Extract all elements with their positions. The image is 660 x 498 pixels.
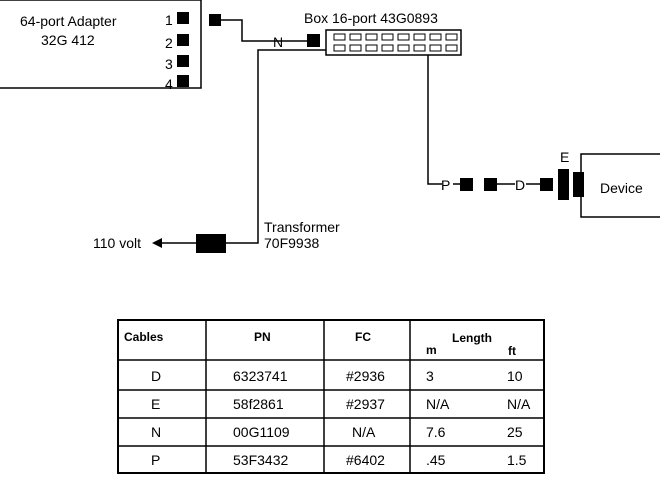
table-header-pn: PN bbox=[254, 330, 271, 344]
cable-n-line bbox=[221, 19, 307, 42]
cable-d-plug-device bbox=[540, 178, 553, 191]
table-cell-fc: #6402 bbox=[346, 452, 385, 468]
table-cell-m: N/A bbox=[426, 396, 450, 412]
table-cell-fc: N/A bbox=[352, 424, 376, 440]
table-cell-m: 7.6 bbox=[426, 424, 446, 440]
table-cell-ft: 1.5 bbox=[507, 452, 527, 468]
table-header-length: Length bbox=[452, 331, 492, 345]
port-1-connector bbox=[177, 12, 189, 24]
table-cell-cable: P bbox=[151, 452, 160, 468]
cable-p-plug bbox=[460, 178, 473, 191]
table-cell-m: 3 bbox=[426, 368, 434, 384]
cable-d-label: D bbox=[515, 177, 525, 193]
port-4-connector bbox=[177, 75, 189, 87]
table-cell-pn: 6323741 bbox=[233, 368, 288, 384]
transformer-power-line bbox=[226, 49, 326, 244]
cable-d-plug-box bbox=[484, 178, 497, 191]
table-cell-cable: N bbox=[151, 424, 161, 440]
table-header-m: m bbox=[426, 343, 437, 357]
table-header-ft: ft bbox=[508, 344, 516, 358]
port-3-connector bbox=[177, 55, 189, 67]
table-cell-cable: D bbox=[151, 368, 161, 384]
box-label: Box 16-port 43G0893 bbox=[304, 10, 438, 26]
port-label-4: 4 bbox=[165, 76, 173, 92]
table-cell-ft: 10 bbox=[507, 368, 523, 384]
box-port-grid bbox=[333, 33, 458, 52]
table-cell-fc: #2936 bbox=[346, 368, 385, 384]
device-label: Device bbox=[600, 180, 643, 196]
adapter-pn: 32G 412 bbox=[41, 32, 95, 48]
cable-p-label: P bbox=[441, 177, 450, 193]
table-cell-cable: E bbox=[151, 396, 160, 412]
table-cell-pn: 58f2861 bbox=[233, 396, 284, 412]
cable-table bbox=[117, 319, 545, 474]
table-cell-fc: #2937 bbox=[346, 396, 385, 412]
port-label-1: 1 bbox=[165, 12, 173, 28]
port-label-3: 3 bbox=[165, 56, 173, 72]
device-port bbox=[573, 172, 584, 197]
table-cell-pn: 00G1109 bbox=[233, 424, 290, 440]
cable-e-label: E bbox=[560, 149, 569, 165]
power-label: 110 volt bbox=[93, 235, 141, 251]
device-box bbox=[580, 153, 660, 218]
transformer-name: Transformer bbox=[264, 219, 340, 235]
transformer-pn: 70F9938 bbox=[264, 235, 319, 251]
adapter-outline bbox=[0, 0, 202, 89]
arrow-left-icon bbox=[152, 238, 162, 248]
cable-n-label: N bbox=[273, 34, 283, 50]
cable-n-plug-box bbox=[307, 34, 320, 47]
cable-n-plug-adapter bbox=[209, 14, 221, 26]
table-header-fc: FC bbox=[355, 330, 371, 344]
table-header-cables: Cables bbox=[124, 330, 164, 344]
table-cell-ft: 25 bbox=[507, 424, 523, 440]
table-cell-ft: N/A bbox=[507, 396, 531, 412]
port-label-2: 2 bbox=[165, 35, 173, 51]
cable-e-plug-a bbox=[558, 169, 569, 200]
table-cell-pn: 53F3432 bbox=[233, 452, 288, 468]
adapter-name: 64-port Adapter bbox=[20, 13, 117, 29]
table-cell-m: .45 bbox=[426, 452, 446, 468]
cable-p-line bbox=[427, 55, 442, 185]
transformer-block bbox=[196, 234, 226, 253]
port-2-connector bbox=[177, 34, 189, 46]
